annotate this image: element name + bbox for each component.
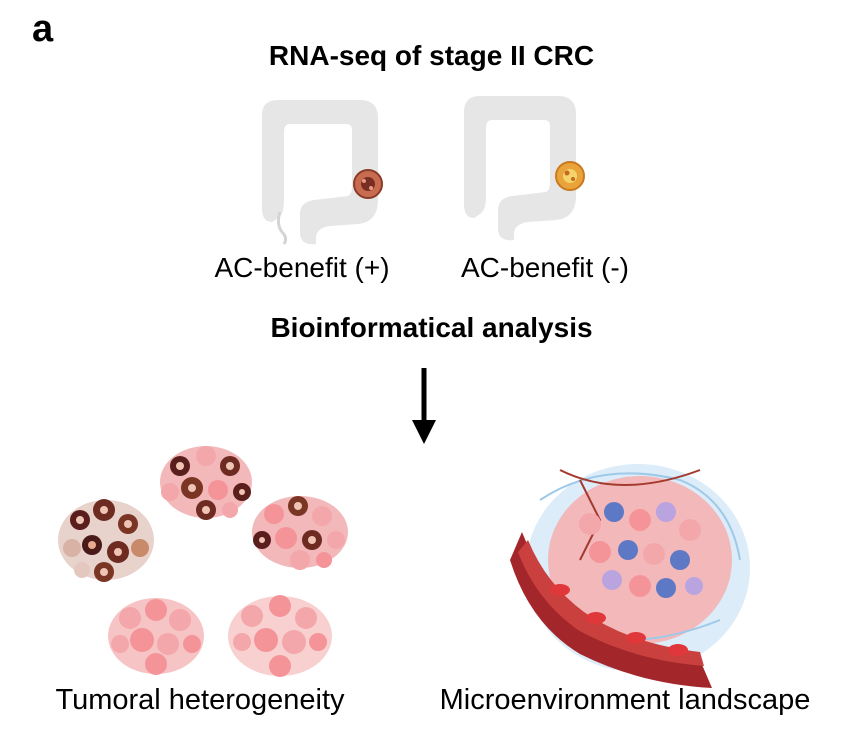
colon-shape xyxy=(262,100,378,245)
colon-illustration-right xyxy=(464,96,585,241)
colon-shape xyxy=(464,96,576,241)
down-arrow xyxy=(412,368,436,444)
tumor-icon-negative xyxy=(555,161,585,191)
group-label-ac-benefit-positive: AC-benefit (+) xyxy=(214,252,390,283)
panel-letter: a xyxy=(32,8,54,50)
blood-vessel xyxy=(510,532,712,688)
output-label-microenvironment-landscape: Microenvironment landscape xyxy=(439,684,811,716)
tumor-cluster-mixed-right xyxy=(252,496,348,570)
colon-illustration-left xyxy=(262,100,383,245)
tumor-cluster-dark-top xyxy=(160,446,252,520)
red-blood-cell xyxy=(550,584,570,596)
red-blood-cell xyxy=(626,632,646,644)
tumor-cluster-pink-bottom-left xyxy=(108,598,204,675)
group-label-ac-benefit-negative: AC-benefit (-) xyxy=(460,252,630,283)
tumor-cluster-pink-bottom-right xyxy=(228,595,332,677)
red-blood-cell xyxy=(668,644,688,656)
output-label-tumoral-heterogeneity: Tumoral heterogeneity xyxy=(55,684,345,716)
microenvironment-illustration xyxy=(510,464,750,688)
tumor-cluster-dark-left xyxy=(58,499,154,582)
red-blood-cell xyxy=(586,612,606,624)
figure-title: RNA-seq of stage II CRC xyxy=(268,40,595,71)
analysis-title: Bioinformatical analysis xyxy=(270,312,593,343)
tumor-icon-positive xyxy=(353,169,383,199)
